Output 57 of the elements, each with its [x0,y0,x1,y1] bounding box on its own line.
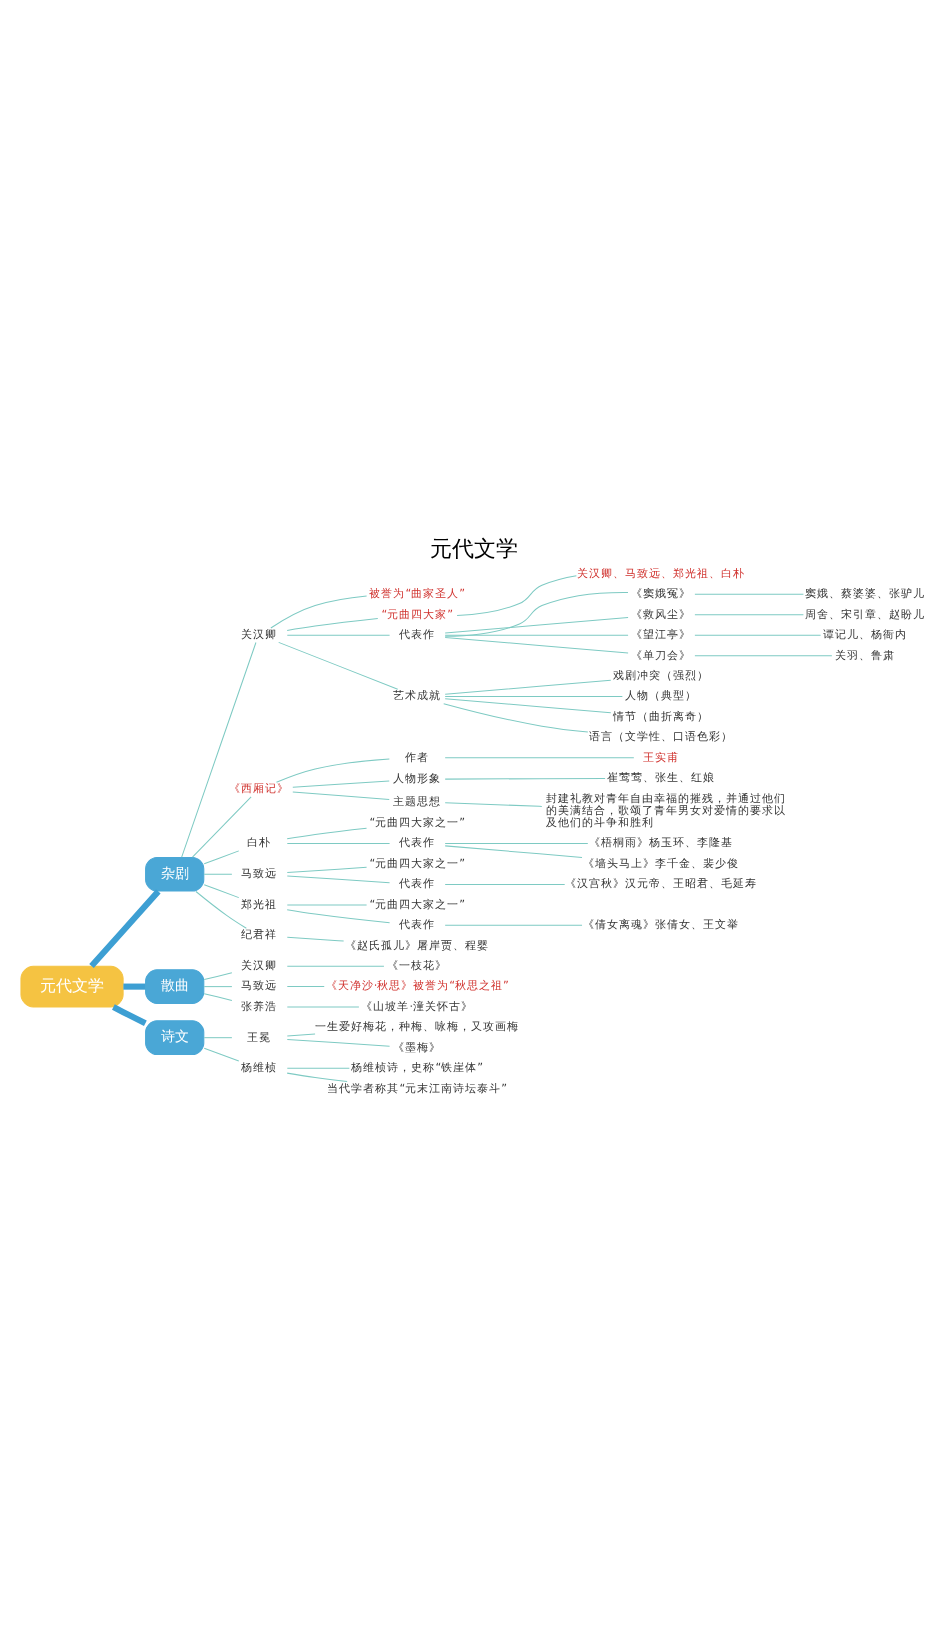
connector [444,696,623,697]
connector [286,634,391,636]
connector [444,636,629,654]
connector [444,634,629,636]
connector [286,986,325,988]
connector [286,904,368,906]
connector [444,679,612,695]
connector [286,875,391,884]
connector [275,758,390,783]
node-box: 元代文学 [20,965,124,1008]
connector [195,891,247,929]
connector [286,1006,360,1008]
connector [286,843,391,845]
connector [286,965,385,967]
connector [456,575,577,617]
connector [286,936,345,942]
connector [203,873,233,875]
connector [444,591,629,637]
connector [444,698,612,714]
connector [444,845,583,858]
connector [191,796,252,858]
connector [444,777,606,780]
connector [694,614,804,616]
connector [286,1033,316,1037]
connector [286,618,379,631]
connector [203,884,240,899]
connector [292,780,390,788]
connector [203,1047,240,1062]
connector [694,593,804,595]
connector [203,850,240,865]
connector [203,972,233,981]
diagram-title: 元代文学 [430,536,518,563]
connector [292,791,390,801]
connector [278,641,399,690]
connector [203,993,233,1001]
connector [444,617,629,634]
connector [694,655,833,657]
connector [444,757,635,759]
connector [181,642,257,858]
connector [444,802,543,807]
connector [286,866,368,873]
connector [286,909,391,924]
connector [444,843,589,845]
connector [443,703,589,733]
connector [270,595,368,629]
connector [286,1072,348,1083]
connector [286,1067,350,1069]
connector [123,983,146,990]
connector [444,924,583,926]
connector [286,827,368,840]
connector [694,634,822,636]
connector [286,1038,391,1047]
connector [203,986,233,988]
connector [444,883,566,885]
connector [89,889,161,969]
connector [112,1004,147,1027]
connector [203,1037,233,1039]
